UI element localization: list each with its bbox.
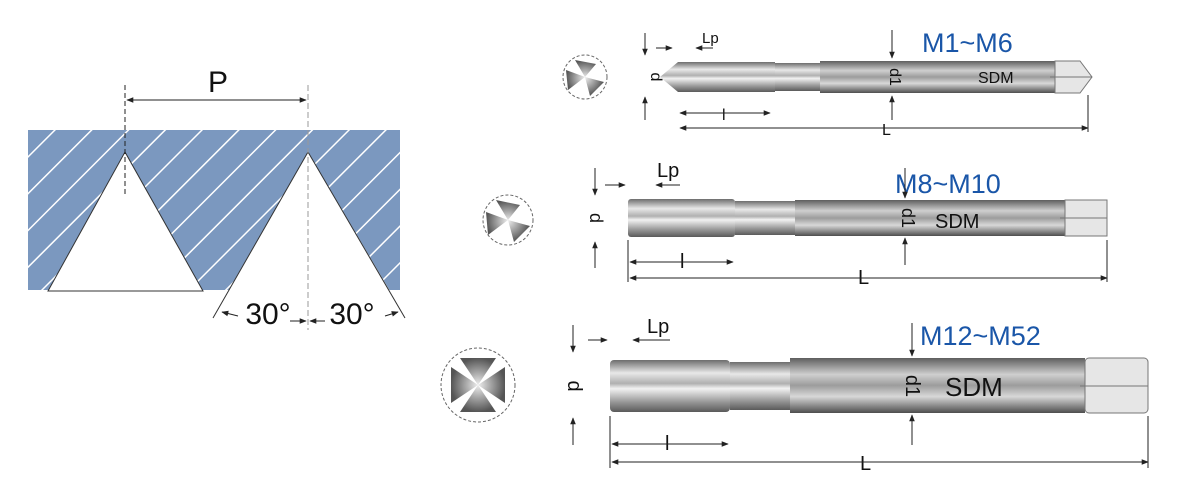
three-flute-cross-section-icon <box>486 200 530 242</box>
three-flute-cross-section-icon <box>566 60 604 96</box>
brand-label: SDM <box>978 70 1014 87</box>
d1-label: d1 <box>901 375 923 397</box>
angle-left-label: 30° <box>245 298 290 331</box>
thread-groove <box>210 152 400 320</box>
angle-right-label: 30° <box>329 298 374 331</box>
d-label: d <box>586 213 606 223</box>
four-flute-cross-section-icon <box>451 358 505 412</box>
lp-label: Lp <box>647 316 669 338</box>
tap-m1-m6: M1~M6 SDM d d1 Lp l L <box>562 28 1093 139</box>
d-label: d <box>563 380 585 391</box>
cross-section-circle <box>562 54 608 100</box>
d1-label: d1 <box>886 68 903 86</box>
tap-m12-m52: M12~M52 SDM d d1 Lp l L <box>440 316 1149 475</box>
brand-label: SDM <box>945 372 1003 402</box>
lp-label: Lp <box>702 30 719 47</box>
cross-section-circle <box>440 347 516 423</box>
size-range-label: M12~M52 <box>920 321 1041 351</box>
d1-label: d1 <box>898 208 918 228</box>
lp-label: Lp <box>657 160 679 182</box>
brand-label: SDM <box>935 211 979 233</box>
pitch-label: P <box>208 66 228 99</box>
d-label: d <box>647 73 664 82</box>
size-range-label: M8~M10 <box>895 169 1001 199</box>
thread-groove <box>47 150 204 292</box>
l-label: l <box>722 107 726 124</box>
L-label: L <box>882 122 891 139</box>
cross-section-circle <box>482 194 534 246</box>
thread-profile: P 30° 30° <box>28 66 406 331</box>
L-label: L <box>860 453 871 475</box>
size-range-label: M1~M6 <box>922 28 1013 58</box>
tap-m8-m10: M8~M10 SDM d d1 Lp l L <box>482 160 1108 289</box>
